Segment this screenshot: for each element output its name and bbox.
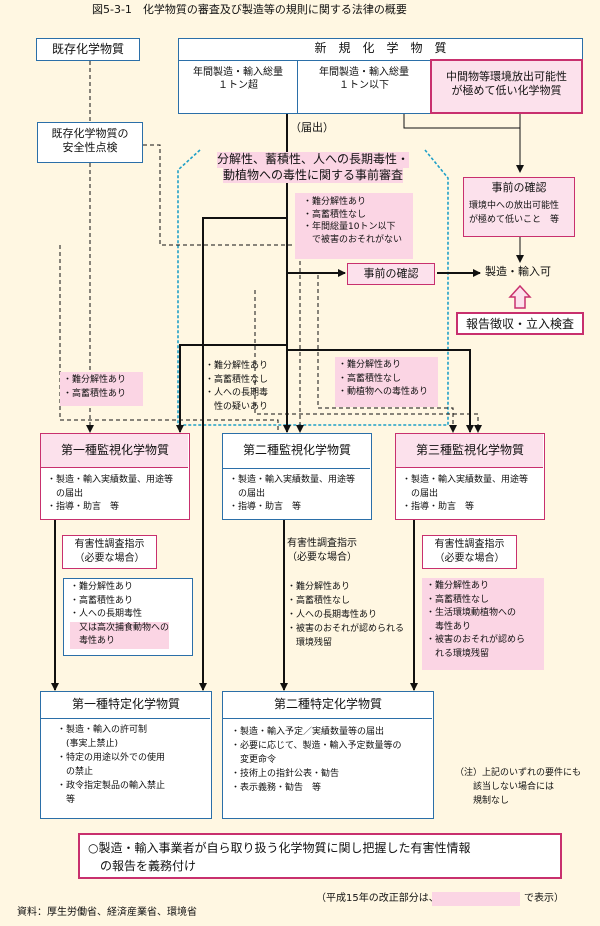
specific2-box: 第二種特定化学物質 ・製造・輸入予定／実績数量等の届出・必要に応じて、製造・輸入… bbox=[222, 691, 434, 819]
monitor3-title: 第三種監視化学物質 bbox=[415, 443, 524, 457]
hazard-instruction-3: 有害性調査指示（必要な場合） bbox=[422, 535, 517, 569]
inspection-arrow bbox=[508, 284, 532, 309]
monitor3-box: 第三種監視化学物質 ・製造・輸入実績数量、用途等 の届出・指導・助言 等 bbox=[395, 433, 545, 520]
monitor1-box: 第一種監視化学物質 ・製造・輸入実績数量、用途等 の届出・指導・助言 等 bbox=[40, 433, 190, 520]
existing-safety-check-label: 既存化学物質の安全性点検 bbox=[51, 127, 129, 155]
existing-chemicals-label: 既存化学物質 bbox=[51, 42, 124, 56]
monitor1-body: ・製造・輸入実績数量、用途等 の届出・指導・助言 等 bbox=[47, 475, 174, 512]
low-release-box: 中間物等環境放出可能性が極めて低い化学物質 bbox=[430, 59, 583, 114]
monitor2-body: ・製造・輸入実績数量、用途等 の届出・指導・助言 等 bbox=[229, 475, 356, 512]
prior-confirmation-box-right: 事前の確認 環境中への放出可能性が極めて低いこと 等 bbox=[463, 177, 575, 237]
specific1-box: 第一種特定化学物質 ・製造・輸入の許可制 (事実上禁止) ・特定の用途以外での使… bbox=[40, 691, 212, 819]
notification-label: （届出） bbox=[290, 121, 334, 134]
prior-confirmation-title: 事前の確認 bbox=[491, 181, 547, 194]
monitor1-title: 第一種監視化学物質 bbox=[60, 443, 169, 457]
specific3-conditions: ・難分解性あり・高蓄積性なし ・生活環境動植物への 毒性あり ・被害のおそれが認… bbox=[422, 578, 544, 670]
pre-review-heading: 分解性、蓄積性、人への長期毒性・ 動植物への毒性に関する事前審査 bbox=[216, 152, 409, 184]
class3-conditions: ・難分解性あり・高蓄積性なし・動植物への毒性あり bbox=[335, 357, 438, 407]
new-chemicals-label: 新 規 化 学 物 質 bbox=[314, 41, 447, 55]
monitor2-box: 第二種監視化学物質 ・製造・輸入実績数量、用途等 の届出・指導・助言 等 bbox=[222, 433, 372, 520]
existing-props: ・難分解性あり・高蓄積性あり bbox=[60, 372, 143, 406]
class2-conditions: ・難分解性あり・高蓄積性なし ・人への長期毒 性の疑いあり bbox=[205, 361, 269, 412]
figure-title: 図5-3-1 化学物質の審査及び製造等の規則に関する法律の概要 bbox=[92, 3, 407, 16]
specific2-title: 第二種特定化学物質 bbox=[273, 697, 382, 711]
monitor3-body: ・製造・輸入実績数量、用途等 の届出・指導・助言 等 bbox=[402, 475, 529, 512]
inspection-label: 報告徴収・立入検査 bbox=[465, 317, 574, 331]
inspection-box: 報告徴収・立入検査 bbox=[456, 312, 584, 335]
source-label: 資料：厚生労働省、経済産業省、環境省 bbox=[17, 907, 197, 918]
revision-note-prefix: （平成15年の改正部分は、 bbox=[316, 893, 439, 904]
specific1-conditions: ・難分解性あり・高蓄積性あり ・人への長期毒性 又は高次捕食動物への 毒性あり bbox=[63, 578, 193, 656]
report-obligation-text: ○製造・輸入事業者が自ら取り扱う化学物質に関し把握した有害性情報 の報告を義務付… bbox=[88, 841, 471, 873]
low-volume-conditions: ・難分解性あり・高蓄積性なし ・年間総量10トン以下 で被害のおそれがない bbox=[295, 193, 413, 259]
specific2-conditions: ・難分解性あり・高蓄積性なし ・人への長期毒性あり・被害のおそれが認められる 環… bbox=[287, 582, 405, 648]
revision-note-suffix: で表示） bbox=[524, 893, 564, 904]
report-obligation-box: ○製造・輸入事業者が自ら取り扱う化学物質に関し把握した有害性情報 の報告を義務付… bbox=[78, 833, 562, 879]
specific1-body: ・製造・輸入の許可制 (事実上禁止) ・特定の用途以外での使用 の禁止 ・政令指… bbox=[57, 725, 166, 805]
note: （注）上記のいずれの要件にも 該当しない場合には 規制なし bbox=[455, 768, 582, 806]
hazard-instruction-1: 有害性調査指示（必要な場合） bbox=[62, 535, 157, 569]
revision-highlight-swatch bbox=[432, 892, 520, 906]
existing-chemicals-box: 既存化学物質 bbox=[36, 38, 140, 61]
specific1-title: 第一種特定化学物質 bbox=[71, 697, 180, 711]
prior-confirmation-mid-label: 事前の確認 bbox=[363, 267, 419, 280]
manufacture-allowed-label: 製造・輸入可 bbox=[485, 265, 551, 278]
existing-safety-check-box: 既存化学物質の安全性点検 bbox=[37, 122, 143, 163]
prior-confirmation-body: 環境中への放出可能性が極めて低いこと 等 bbox=[469, 201, 560, 225]
hazard-instruction-2: 有害性調査指示（必要な場合） bbox=[287, 538, 357, 563]
monitor2-title: 第二種監視化学物質 bbox=[242, 443, 351, 457]
specific2-body: ・製造・輸入予定／実績数量等の届出・必要に応じて、製造・輸入予定数量等の 変更命… bbox=[231, 727, 402, 793]
pre-review-region bbox=[177, 149, 449, 426]
low-release-label: 中間物等環境放出可能性が極めて低い化学物質 bbox=[446, 70, 567, 98]
prior-confirmation-box-mid: 事前の確認 bbox=[347, 263, 435, 285]
